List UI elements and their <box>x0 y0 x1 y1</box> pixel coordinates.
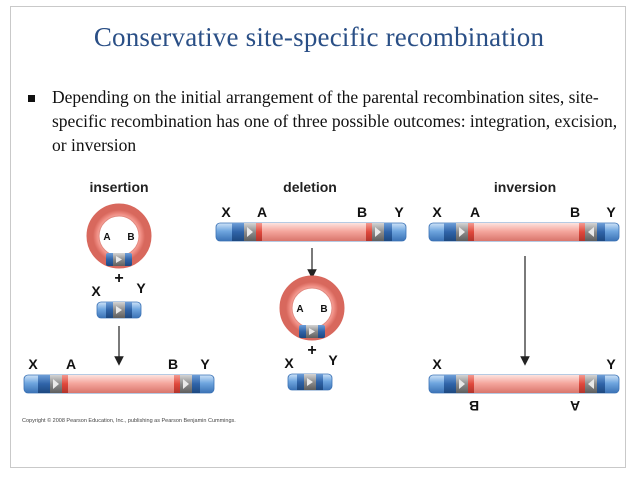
inversion-product-label-y: Y <box>606 356 616 372</box>
insertion-plus-sign: + <box>114 270 123 287</box>
inversion-label-b: B <box>570 204 580 220</box>
insertion-ring-label-b: B <box>127 232 134 243</box>
inversion-parent-dna <box>428 222 620 242</box>
insertion-label-y: Y <box>136 280 146 296</box>
deletion-title: deletion <box>283 179 337 195</box>
inversion-title: inversion <box>494 179 556 195</box>
deletion-label-b: B <box>357 204 367 220</box>
deletion-parent-dna <box>215 222 407 242</box>
bullet-marker <box>28 95 35 102</box>
copyright-text: Copyright © 2008 Pearson Education, Inc.… <box>22 418 236 424</box>
inversion-inverted-label-b: B <box>469 398 479 414</box>
deletion-small-label-y: Y <box>328 352 338 368</box>
deletion-small-label-x: X <box>284 355 294 371</box>
deletion-label-y: Y <box>394 204 404 220</box>
insertion-product-label-x: X <box>28 356 38 372</box>
inversion-product-label-x: X <box>432 356 442 372</box>
insertion-product-label-b: B <box>168 356 178 372</box>
insertion-product-dna <box>23 374 215 394</box>
deletion-ring-label-b: B <box>320 304 327 315</box>
insertion-product-label-y: Y <box>200 356 210 372</box>
deletion-linear-site-dna <box>287 373 333 391</box>
inversion-label-a: A <box>470 204 480 220</box>
inversion-label-y: Y <box>606 204 616 220</box>
deletion-label-a: A <box>257 204 267 220</box>
inversion-product-dna <box>428 374 620 394</box>
deletion-ring-label-a: A <box>296 304 303 315</box>
insertion-ring-label-a: A <box>103 232 110 243</box>
bullet-text: Depending on the initial arrangement of … <box>52 87 618 155</box>
inversion-label-x: X <box>432 204 442 220</box>
insertion-product-label-a: A <box>66 356 76 372</box>
slide-title: Conservative site-specific recombination <box>93 22 545 52</box>
deletion-plus-sign: + <box>307 342 316 359</box>
insertion-title: insertion <box>89 179 148 195</box>
inversion-inverted-label-a: A <box>570 398 580 414</box>
deletion-circular-product <box>279 275 345 341</box>
insertion-circular-dna <box>86 203 152 269</box>
insertion-linear-site-dna <box>96 301 142 319</box>
insertion-label-x: X <box>91 283 101 299</box>
deletion-label-x: X <box>221 204 231 220</box>
